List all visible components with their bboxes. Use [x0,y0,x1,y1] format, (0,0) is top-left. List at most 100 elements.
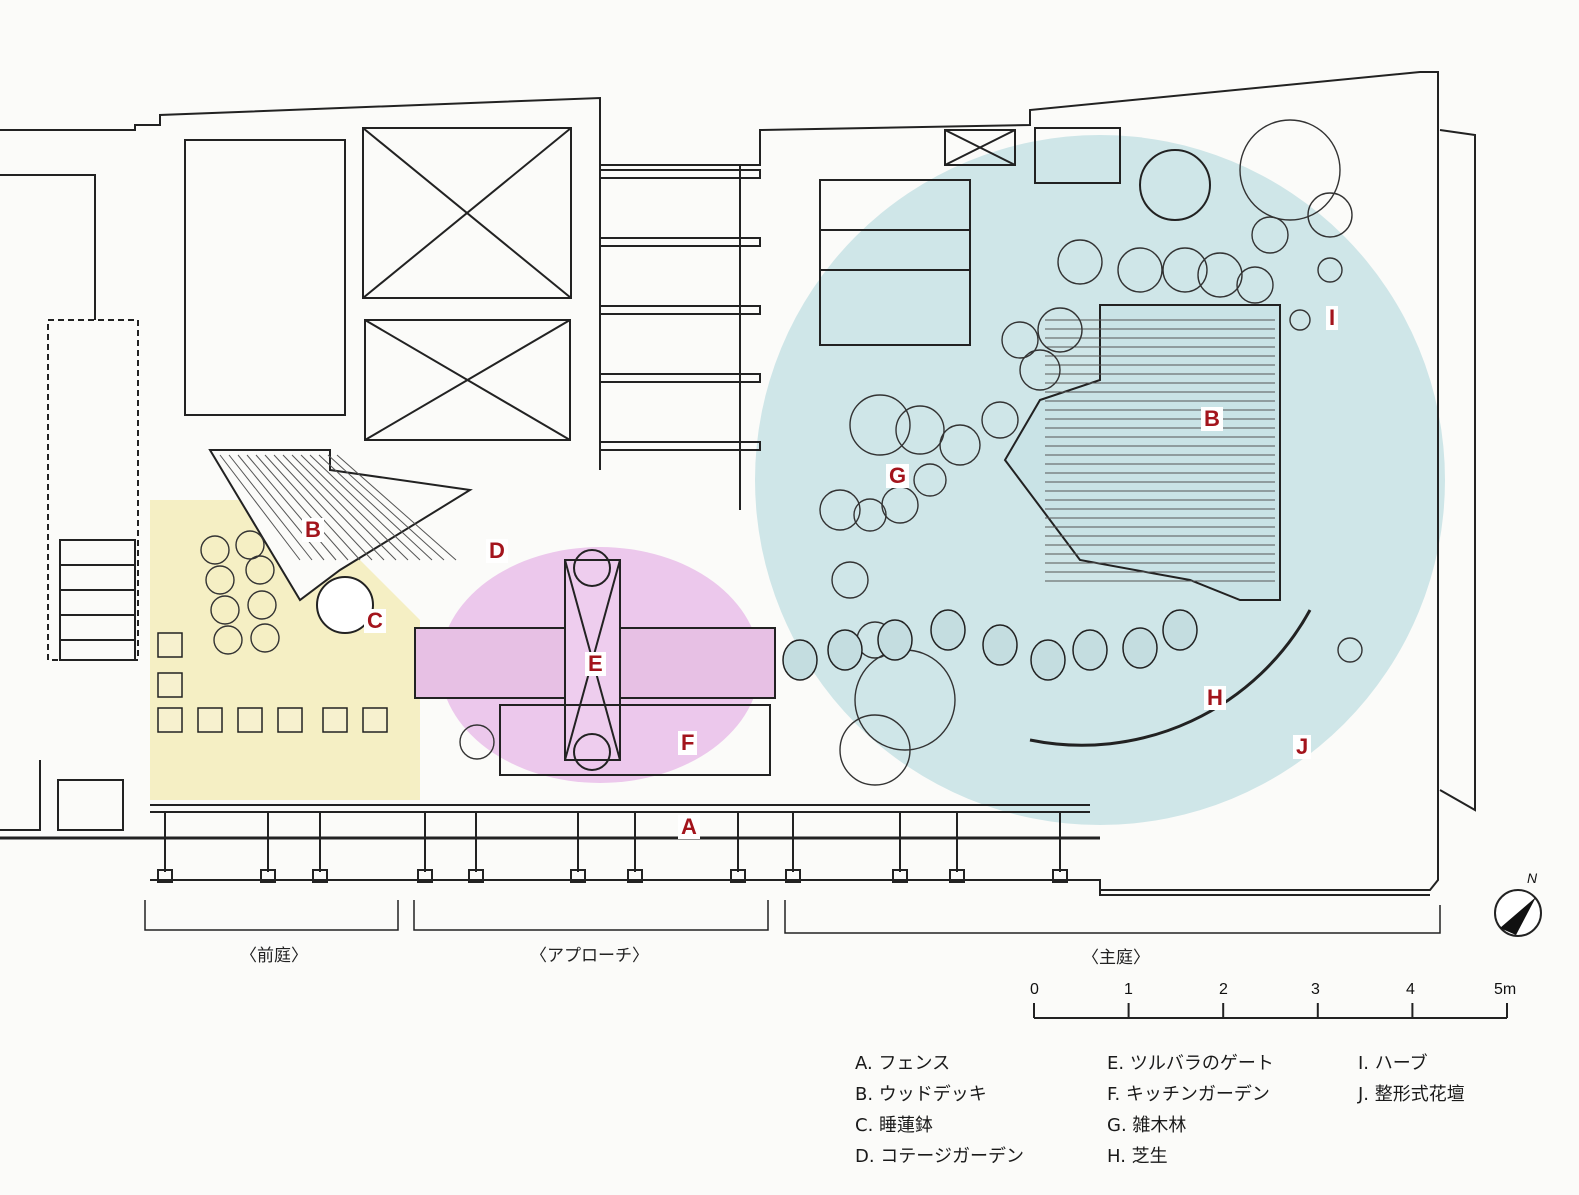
tree-canopy [913,463,947,497]
label-lawn: H [1204,686,1226,710]
stepping-stone [877,619,913,661]
label-wood-deck-front: B [302,518,324,542]
tree-canopy [245,555,275,585]
section-main-garden: 〈主庭〉 [1082,948,1150,968]
tree-canopy [200,535,230,565]
tree-canopy [250,623,280,653]
label-woodland: G [886,464,910,488]
section-front-garden: 〈前庭〉 [240,946,308,966]
legend-item: B. ウッドデッキ [855,1084,987,1105]
lawn-edge [1029,609,1312,747]
deck-board [246,454,337,561]
paver [157,632,183,658]
scale-tick-5: 5m [1494,981,1517,998]
tree-canopy [819,489,861,531]
deck-board [237,454,325,561]
deck-board [300,454,409,561]
stepping-stones [157,609,1198,733]
paver [157,672,183,698]
stepping-stone [827,629,863,671]
tree-canopy [1162,247,1208,293]
tree-canopy [981,401,1019,439]
tree-canopy [1337,637,1363,663]
tree-canopy [831,561,869,599]
fence-post-base [260,869,276,883]
north-arrow-icon [1494,889,1542,937]
building-walls [0,71,1476,896]
tree-canopy [1057,239,1103,285]
wood-deck-main [1003,304,1281,601]
fence-post-base [785,869,801,883]
deck-board [282,454,385,561]
paver [157,707,183,733]
paver [197,707,223,733]
fence-post-base [892,869,908,883]
deck-board [219,454,301,561]
deck-board [327,454,445,561]
legend-column-2: E. ツルバラのゲート F. キッチンガーデン G. 雑木林 H. 芝生 [1107,1048,1274,1172]
legend-item: F. キッチンガーデン [1107,1084,1270,1105]
tree-canopy [939,424,981,466]
tree-canopy [839,714,911,786]
fence-post-base [627,869,643,883]
tree-canopy [1239,119,1341,221]
legend-item: C. 睡蓮鉢 [855,1115,934,1136]
scale-bar [1033,1003,1508,1019]
fence [0,804,1100,883]
stepping-stone [1162,609,1198,651]
tree-canopy [895,405,945,455]
fence-post-base [1052,869,1068,883]
stepping-stone [1072,629,1108,671]
label-herbs: I [1326,306,1339,330]
paver [362,707,388,733]
fence-post-base [730,869,746,883]
tree-canopy [1251,216,1289,254]
legend-item: E. ツルバラのゲート [1107,1053,1274,1074]
tree-canopy [1117,247,1163,293]
tree-canopy [1001,321,1039,359]
legend-item: G. 雑木林 [1107,1115,1187,1136]
deck-board [336,454,457,561]
fence-post-base [468,869,484,883]
section-approach: 〈アプローチ〉 [530,946,649,966]
scale-tick-0: 0 [1030,981,1039,998]
label-formal-flowerbed: J [1293,735,1312,759]
legend-item: J. 整形式花壇 [1358,1084,1465,1105]
scale-tick-4: 4 [1406,981,1415,998]
fence-post-base [417,869,433,883]
scale-tick-2: 2 [1219,981,1228,998]
tree-canopy [1019,349,1061,391]
stepping-stone [782,639,818,681]
tree-canopy [247,590,277,620]
section-brackets [144,900,1441,934]
fence-post-base [312,869,328,883]
tree-canopy [849,394,911,456]
deck-board [309,454,421,561]
deck-board [273,454,373,561]
tree-canopy [210,595,240,625]
tree-canopy [213,625,243,655]
trees [200,119,1363,786]
deck-board [255,454,349,561]
wood-deck-front [208,449,473,602]
tree-canopy [459,724,495,760]
label-rose-gate: E [585,652,606,676]
tree-canopy [205,565,235,595]
tree-canopy [1037,307,1083,353]
legend-item: I. ハーブ [1358,1053,1428,1074]
ladder-structure [599,165,761,510]
legend-item: A. フェンス [855,1053,951,1074]
fence-post-base [570,869,586,883]
tree-canopy [1307,192,1353,238]
paver [277,707,303,733]
deck-board [228,454,313,561]
tree-canopy [1289,309,1311,331]
tree-canopy [853,498,887,532]
deck-board [264,454,361,561]
stepping-stone [1122,627,1158,669]
legend-column-3: I. ハーブ J. 整形式花壇 [1358,1048,1465,1110]
label-water-lily-bowl: C [364,609,386,633]
scale-tick-3: 3 [1311,981,1320,998]
